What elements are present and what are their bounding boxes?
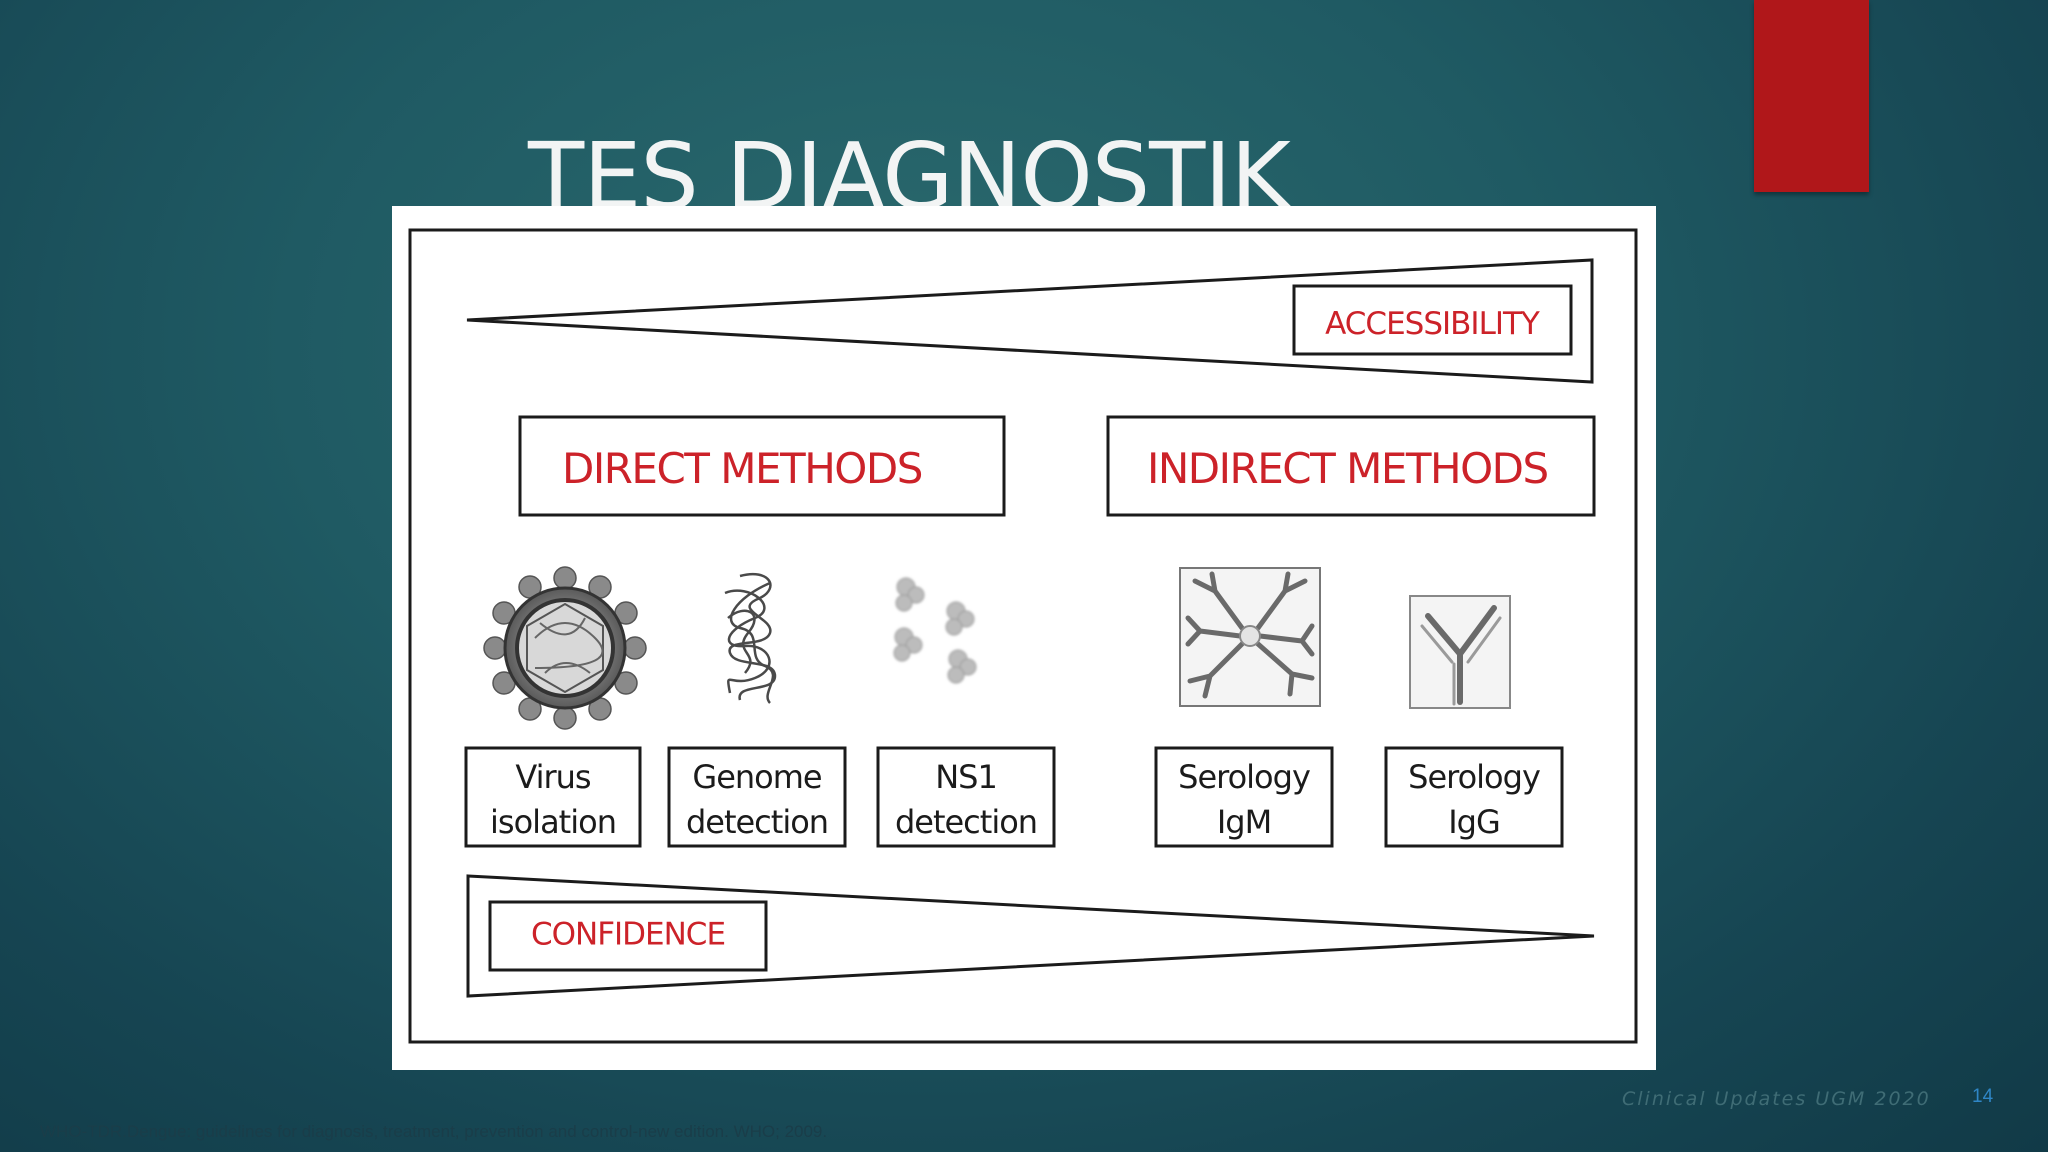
accent-bar [1754, 0, 1869, 192]
genome-detection-line2: detection [686, 803, 828, 841]
accessibility-box [1292, 284, 1573, 356]
confidence-label: CONFIDENCE [531, 917, 725, 953]
serology-igm-line1: Serology [1178, 758, 1310, 796]
footer-brand: Clinical Updates UGM 2020 [1622, 1088, 1931, 1110]
igm-antibody-icon [1179, 567, 1321, 707]
igg-antibody-icon [1409, 595, 1511, 709]
direct-methods-label: DIRECT METHODS [562, 444, 922, 493]
page-number: 14 [1972, 1086, 1994, 1107]
indirect-methods-box [1106, 415, 1596, 517]
virus-particle-icon [483, 566, 647, 730]
ns1-detection-line2: detection [895, 803, 1037, 841]
diagram-svg: ACCESSIBILITY DIRECT METHODS INDIRECT ME… [408, 228, 1638, 1044]
serology-igg-line1: Serology [1408, 758, 1540, 796]
serology-igg-box [1384, 746, 1564, 848]
confidence-box [488, 900, 768, 972]
accessibility-wedge [466, 258, 1594, 384]
genome-strand-icon [724, 573, 777, 704]
accessibility-label: ACCESSIBILITY [1325, 306, 1540, 342]
genome-detection-box [667, 746, 847, 848]
diagnostic-diagram: ACCESSIBILITY DIRECT METHODS INDIRECT ME… [392, 206, 1656, 1070]
genome-detection-line1: Genome [692, 758, 821, 796]
ns1-detection-box [876, 746, 1056, 848]
serology-igm-line2: IgM [1217, 803, 1271, 841]
virus-isolation-line2: isolation [490, 803, 616, 841]
ns1-protein-icon [893, 577, 977, 684]
citation: WHO-TDR.Dengue: guidelines for diagnosis… [40, 1122, 828, 1141]
diagram-frame [408, 228, 1638, 1044]
confidence-wedge [466, 874, 1595, 998]
indirect-methods-label: INDIRECT METHODS [1147, 444, 1548, 493]
serology-igg-line2: IgG [1448, 803, 1500, 841]
direct-methods-box [518, 415, 1006, 517]
virus-isolation-line1: Virus [515, 758, 591, 796]
virus-isolation-box [464, 746, 642, 848]
serology-igm-box [1154, 746, 1334, 848]
ns1-detection-line1: NS1 [935, 758, 997, 796]
